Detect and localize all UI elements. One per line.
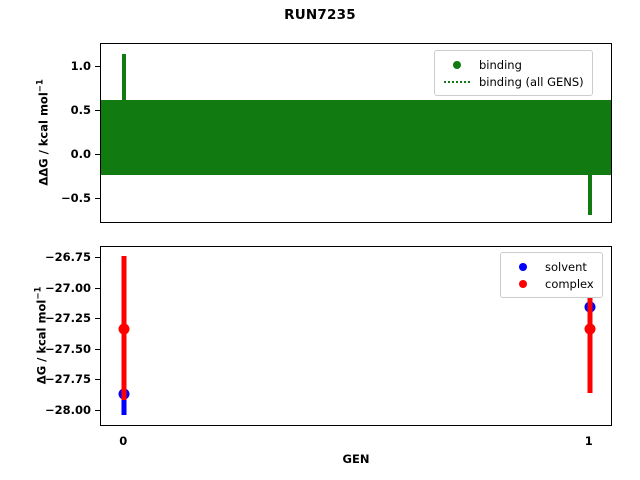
- top-ytick-mark: [94, 154, 100, 156]
- top-ytick-mark: [94, 65, 100, 67]
- binding-marker[interactable]: [585, 166, 595, 176]
- top-ytick-label: 0.5: [70, 103, 91, 118]
- top-xtick-mark: [590, 222, 591, 223]
- binding-all-gens-band: [101, 100, 611, 176]
- top-ytick-mark: [94, 198, 100, 200]
- legend-entry[interactable]: solvent: [508, 258, 594, 275]
- legend-entry[interactable]: binding (all GENS): [442, 73, 584, 90]
- bottom-xtick-mark: [590, 425, 591, 426]
- binding-errorbar: [587, 171, 592, 216]
- bottom-ytick-label: −27.75: [44, 372, 91, 387]
- complex-marker[interactable]: [118, 323, 130, 335]
- top-panel-legend[interactable]: binding binding (all GENS): [434, 50, 593, 96]
- bottom-panel-legend[interactable]: solvent complex: [500, 252, 603, 298]
- circle-marker-icon: [508, 262, 538, 271]
- top-ytick-label: 0.0: [70, 147, 91, 162]
- legend-label: binding (all GENS): [479, 74, 584, 89]
- binding-marker[interactable]: [119, 103, 129, 113]
- bottom-ytick-mark: [94, 348, 100, 350]
- xaxis-label: GEN: [342, 452, 370, 466]
- bottom-xtick-mark: [124, 425, 125, 426]
- legend-handle-glyph: [519, 262, 527, 271]
- legend-handle-glyph: [453, 60, 461, 69]
- bottom-ytick-label: −27.50: [44, 341, 91, 356]
- bottom-ytick-mark: [94, 318, 100, 320]
- figure-title: RUN7235: [284, 7, 356, 23]
- top-ytick-label: −0.5: [60, 191, 91, 206]
- circle-marker-icon: [508, 279, 538, 288]
- top-ytick-mark: [94, 110, 100, 112]
- bottom-ytick-mark: [94, 379, 100, 381]
- bottom-ytick-label: −28.00: [44, 403, 91, 418]
- top-ytick-label: 1.0: [70, 58, 91, 73]
- legend-label: solvent: [545, 259, 587, 274]
- bottom-ytick-mark: [94, 410, 100, 412]
- legend-label: binding: [479, 57, 522, 72]
- top-panel-ylabel-exponent: −1: [35, 79, 46, 93]
- xtick-label: 0: [119, 434, 128, 448]
- xtick-label: 1: [584, 434, 593, 448]
- legend-entry[interactable]: complex: [508, 275, 594, 292]
- legend-handle-glyph: [444, 80, 470, 83]
- bottom-ytick-mark: [94, 287, 100, 289]
- bottom-ytick-label: −27.00: [44, 280, 91, 295]
- top-panel-ylabel: ΔΔG / kcal mol−1: [36, 52, 51, 212]
- circle-marker-icon: [442, 60, 472, 69]
- legend-entry[interactable]: binding: [442, 56, 584, 73]
- legend-handle-glyph: [519, 279, 527, 288]
- bottom-ytick-label: −27.25: [44, 311, 91, 326]
- top-xtick-mark: [124, 222, 125, 223]
- legend-label: complex: [545, 276, 594, 291]
- dotted-line-icon: [442, 80, 472, 83]
- bottom-ytick-mark: [94, 257, 100, 259]
- complex-marker[interactable]: [584, 323, 596, 335]
- bottom-panel-ylabel: ΔG / kcal mol−1: [34, 255, 49, 415]
- complex-errorbar: [587, 253, 593, 393]
- bottom-ytick-label: −26.75: [44, 250, 91, 265]
